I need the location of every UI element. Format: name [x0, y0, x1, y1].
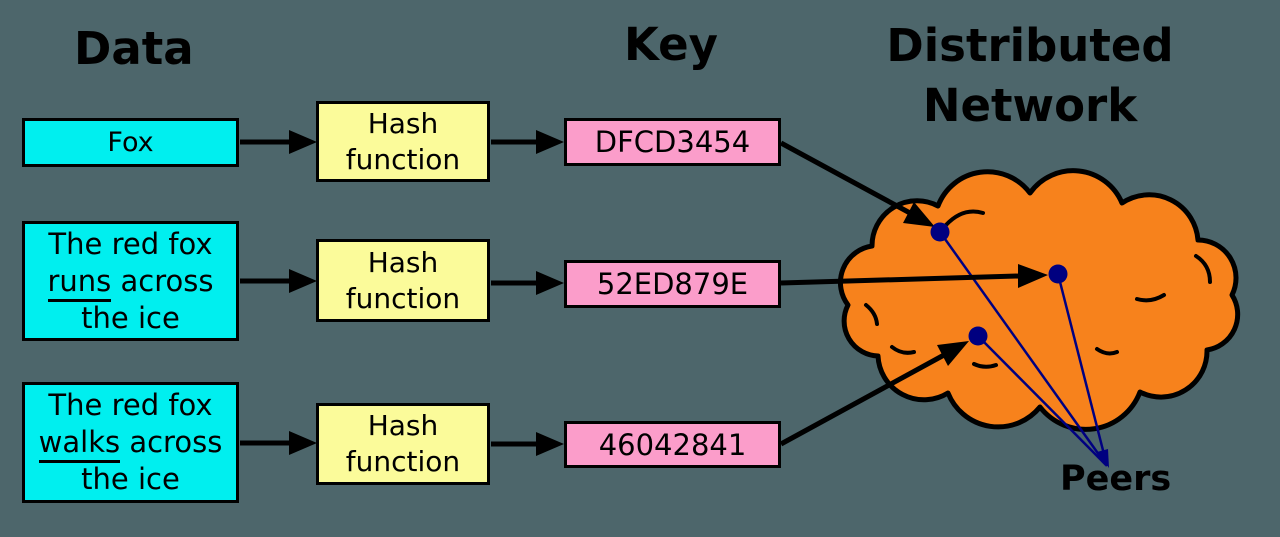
data-box-walks: The red fox walks across the ice	[22, 382, 239, 503]
cloud-inner-arcs	[864, 209, 1212, 369]
arrowhead	[289, 269, 317, 293]
key-box-3: 46042841	[564, 421, 781, 468]
underlined-word: walks	[38, 425, 121, 463]
arrowhead	[536, 432, 564, 456]
peer-dot-3	[968, 326, 988, 346]
arrowhead	[289, 431, 317, 455]
arrow-key3-to-peer	[779, 352, 946, 447]
peer-line-1	[938, 231, 1109, 467]
peer-dot-1	[930, 222, 950, 242]
data-box-fox-text: Fox	[107, 127, 154, 158]
network-heading-line2: Network	[922, 79, 1138, 132]
data-box-runs-text: The red fox runs across the ice	[47, 226, 214, 335]
arrowhead	[937, 341, 969, 366]
arrowhead	[1018, 264, 1048, 288]
peer-dot-2	[1048, 264, 1068, 284]
peer-line-3	[977, 335, 1107, 466]
peer-line-2	[1056, 273, 1109, 467]
key-box-1: DFCD3454	[564, 118, 781, 166]
arrow-key2-to-peer	[780, 273, 1020, 286]
network-heading: Distributed Network	[855, 16, 1205, 136]
data-box-walks-text: The red fox walks across the ice	[38, 388, 223, 496]
key-box-2: 52ED879E	[564, 260, 781, 308]
arrowhead	[536, 271, 564, 295]
data-box-runs: The red fox runs across the ice	[22, 221, 239, 341]
arrowhead	[536, 130, 564, 154]
arrowhead	[289, 130, 317, 154]
arrowhead	[903, 202, 935, 227]
network-heading-line1: Distributed	[886, 19, 1174, 72]
key-box-2-value: 52ED879E	[596, 267, 749, 301]
underlined-word: runs	[47, 263, 112, 302]
data-heading: Data	[74, 22, 194, 75]
peer-pointer-lines	[938, 231, 1109, 467]
data-box-fox: Fox	[22, 118, 239, 167]
key-box-3-value: 46042841	[598, 427, 747, 462]
peer-pointer-tip	[1097, 449, 1109, 468]
peers-label: Peers	[1060, 459, 1172, 499]
flow-arrows	[240, 130, 1048, 456]
arrow-key1-to-peer	[779, 140, 912, 216]
key-box-1-value: DFCD3454	[594, 125, 751, 159]
key-heading: Key	[624, 18, 718, 71]
